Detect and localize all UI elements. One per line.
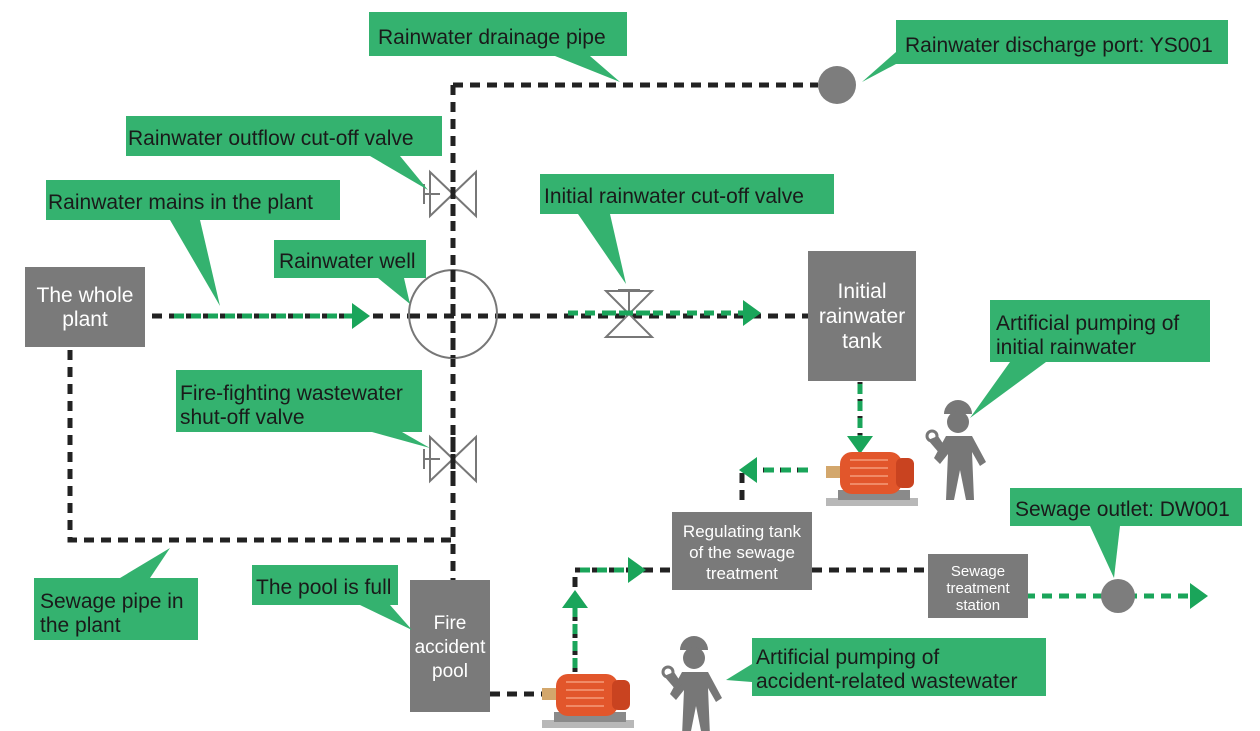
text-line: accident [415,637,486,658]
sewage-outlet-port-icon [1101,579,1135,613]
text-line: plant [62,308,108,331]
drainage-pipe-label: Rainwater drainage pipe [378,26,606,49]
callout-drainage-pipe: Rainwater drainage pipe [369,12,627,82]
discharge-port-icon [818,66,856,104]
sewage-outlet-label: Sewage outlet: DW001 [1015,498,1230,521]
flow-arrows [352,300,1208,609]
text-line: Sewage outlet: DW001 [1015,498,1230,521]
box-regulating-tank: Regulating tank of the sewage treatment [672,512,812,590]
callouts: Rainwater drainage pipe Rainwater discha… [34,12,1242,696]
text-line: The whole [37,284,134,307]
text-line: Artificial pumping of [756,646,939,669]
callout-initial-valve: Initial rainwater cut-off valve [540,174,834,284]
text-line: accident-related wastewater [756,670,1017,693]
flow-arrow-icon [562,590,588,608]
text-line: Initial rainwater cut-off valve [544,185,804,208]
callout-discharge-port: Rainwater discharge port: YS001 [862,20,1228,82]
valve-icon [423,169,477,219]
text-line: tank [842,330,882,353]
text-line: Rainwater well [279,250,416,273]
text-line: Rainwater drainage pipe [378,26,606,49]
flow-arrow-icon [628,557,646,583]
box-fire-accident-pool: Fire accident pool [410,580,490,712]
flow-arrow-icon [352,303,370,329]
callout-sewage-outlet: Sewage outlet: DW001 [1010,488,1242,578]
mains-label: Rainwater mains in the plant [48,191,313,214]
callout-outflow-valve: Rainwater outflow cut-off valve [126,116,442,190]
text-line: Fire-fighting wastewater [180,382,403,405]
text-line: the plant [40,614,121,637]
flow-arrow-icon [1190,583,1208,609]
text-line: treatment [706,564,778,583]
worker-with-wrench-icon [661,636,722,731]
regulating-tank-label: Regulating tank of the sewage treatment [683,522,802,583]
text-line: Rainwater discharge port: YS001 [905,34,1213,57]
text-line: Sewage [951,563,1005,580]
text-line: rainwater [819,305,905,328]
text-line: pool [432,661,468,682]
text-line: of the sewage [689,543,795,562]
callout-well: Rainwater well [274,240,426,304]
initial-valve-label: Initial rainwater cut-off valve [544,185,804,208]
flow-arrow-icon [847,436,873,454]
motor-pump-icon [542,674,634,728]
text-line: Initial [837,280,886,303]
text-line: shut-off valve [180,406,305,429]
worker-with-wrench-icon [925,400,986,500]
discharge-port-label: Rainwater discharge port: YS001 [905,34,1213,57]
text-line: station [956,597,1000,614]
pool-full-label: The pool is full [256,576,391,599]
motor-pump-icon [826,452,918,506]
well-label: Rainwater well [279,250,416,273]
text-line: Rainwater mains in the plant [48,191,313,214]
sewage-pipe-left-loop [67,350,453,543]
text-line: Regulating tank [683,522,802,541]
text-line: The pool is full [256,576,391,599]
text-line: Sewage pipe in [40,590,184,613]
callout-mains: Rainwater mains in the plant [46,180,340,306]
text-line: Fire [434,613,467,634]
fire-pool-label: Fire accident pool [415,613,486,682]
flow-indicators [174,310,1192,668]
text-line: Artificial pumping of [996,312,1179,335]
outflow-valve-label: Rainwater outflow cut-off valve [128,127,414,150]
text-line: Rainwater outflow cut-off valve [128,127,414,150]
flow-arrow-icon [743,300,761,326]
text-line: treatment [946,580,1010,597]
text-line: initial rainwater [996,336,1136,359]
valve-icon [423,434,477,484]
flow-arrow-icon [739,457,757,483]
callout-pool-full: The pool is full [252,565,412,630]
